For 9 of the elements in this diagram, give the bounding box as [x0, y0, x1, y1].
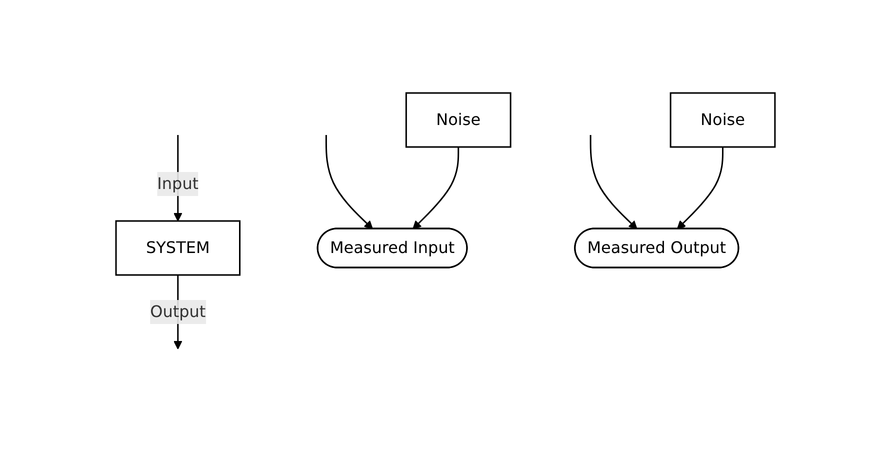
node-box: SYSTEM — [114, 220, 240, 276]
node-box: Noise — [669, 92, 776, 148]
node-box: Noise — [404, 92, 511, 148]
edge-label: Output — [150, 302, 206, 321]
arrow — [324, 135, 373, 230]
arrow — [412, 147, 459, 230]
arrow — [589, 135, 637, 230]
edge-label: Input — [156, 174, 198, 193]
arrow — [676, 147, 724, 230]
